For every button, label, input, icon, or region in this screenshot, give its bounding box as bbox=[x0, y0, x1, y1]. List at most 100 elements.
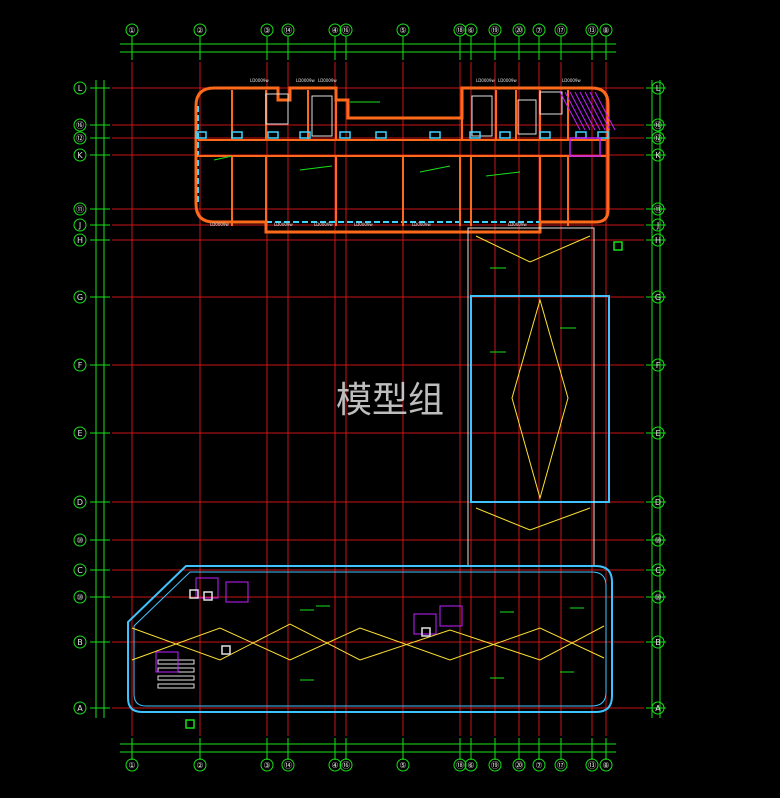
column-axis-label-circle bbox=[339, 758, 353, 772]
row-axis-label-circle bbox=[73, 533, 87, 547]
drawing-tag: LD0009w bbox=[562, 78, 581, 83]
column-axis-label: ③ bbox=[263, 761, 270, 770]
north-block-glazing bbox=[197, 106, 540, 223]
diffuser-box bbox=[421, 627, 431, 637]
column-axis-label: ⑦ bbox=[535, 26, 542, 35]
stair-lift-core bbox=[311, 95, 333, 137]
column-axis-label: ③ bbox=[263, 26, 270, 35]
row-axis-label: H bbox=[77, 236, 83, 245]
drawing-tag: LD0009w bbox=[508, 222, 527, 227]
equipment-unit bbox=[225, 581, 249, 603]
column-axis-label-circle bbox=[328, 758, 342, 772]
row-axis-label-circle bbox=[651, 131, 665, 145]
row-axis-label: ⑫ bbox=[76, 134, 84, 143]
door-symbol bbox=[339, 131, 351, 139]
row-axis-label: ⑩ bbox=[76, 593, 83, 602]
column-axis-label-circle bbox=[193, 758, 207, 772]
stair-lift-core bbox=[539, 91, 563, 115]
column-axis-label-circle bbox=[260, 758, 274, 772]
column-axis-label: ② bbox=[196, 761, 203, 770]
equipment-unit bbox=[413, 613, 437, 635]
stair-lift-core bbox=[517, 99, 537, 135]
column-axis-label: ⑥ bbox=[467, 26, 474, 35]
row-axis-label-circle bbox=[73, 202, 87, 216]
row-axis-label-circle bbox=[73, 218, 87, 232]
atrium-duct-diamond bbox=[511, 298, 569, 500]
row-axis-label: ⑪ bbox=[76, 205, 84, 214]
door-symbol bbox=[267, 131, 279, 139]
row-axis-label-circle bbox=[73, 233, 87, 247]
row-axis-label: A bbox=[77, 704, 83, 713]
column-axis-label-circle bbox=[260, 23, 274, 37]
row-axis-label-circle bbox=[651, 233, 665, 247]
stair-tread bbox=[157, 683, 195, 689]
column-axis-label-circle bbox=[512, 23, 526, 37]
row-axis-label-circle bbox=[651, 358, 665, 372]
diffuser-box bbox=[221, 645, 231, 655]
column-axis-label-circle bbox=[453, 758, 467, 772]
row-axis-label-circle bbox=[651, 81, 665, 95]
column-axis-label: ⑲ bbox=[491, 26, 499, 35]
row-axis-label: K bbox=[77, 151, 83, 160]
row-axis-label-circle bbox=[73, 563, 87, 577]
leader-line bbox=[299, 165, 333, 171]
column-axis-label-circle bbox=[599, 758, 613, 772]
column-axis-label-circle bbox=[532, 23, 546, 37]
stair-hatch bbox=[579, 91, 601, 131]
column-axis-label: ① bbox=[128, 26, 135, 35]
row-axis-label: G bbox=[655, 293, 661, 302]
row-axis-label-circle bbox=[73, 495, 87, 509]
row-axis-label-circle bbox=[73, 148, 87, 162]
row-axis-label-circle bbox=[651, 218, 665, 232]
drawing-tag: LD0009w bbox=[318, 78, 337, 83]
stair-lift-core bbox=[265, 93, 289, 125]
row-axis-label-circle bbox=[73, 635, 87, 649]
south-hall-inner-wall bbox=[133, 571, 607, 707]
door-symbol bbox=[469, 131, 481, 139]
row-axis-label: J bbox=[656, 221, 659, 230]
column-axis-label-circle bbox=[585, 23, 599, 37]
row-axis-label-circle bbox=[73, 81, 87, 95]
column-axis-label: ⑱ bbox=[456, 761, 464, 770]
drawing-tag: LD0009w bbox=[354, 222, 373, 227]
row-axis-label-circle bbox=[73, 118, 87, 132]
stair-hatch bbox=[564, 91, 586, 131]
row-axis-label-circle bbox=[651, 590, 665, 604]
column-axis-label-circle bbox=[585, 758, 599, 772]
column-axis-label-circle bbox=[532, 758, 546, 772]
column-axis-label: ⑧ bbox=[602, 761, 609, 770]
column-axis-label-circle bbox=[464, 758, 478, 772]
column-axis-label: ⑤ bbox=[399, 761, 406, 770]
east-atrium-block bbox=[467, 227, 623, 567]
column-axis-label-circle bbox=[488, 758, 502, 772]
column-axis-label: ⑥ bbox=[467, 761, 474, 770]
stair-hatch bbox=[589, 91, 611, 131]
column-axis-label-circle bbox=[339, 23, 353, 37]
corridor-outline bbox=[467, 227, 595, 567]
diffuser-box bbox=[203, 591, 213, 601]
row-axis-label: D bbox=[655, 498, 661, 507]
column-axis-label: ⑰ bbox=[557, 26, 565, 35]
column-axis-label: ⑯ bbox=[342, 26, 350, 35]
row-axis-label-circle bbox=[651, 118, 665, 132]
stair-tread bbox=[157, 675, 195, 681]
row-axis-label: ⑩ bbox=[654, 593, 661, 602]
row-axis-label: L bbox=[78, 84, 83, 93]
riser-symbol bbox=[613, 241, 623, 251]
leader-line bbox=[213, 155, 233, 161]
row-axis-label: B bbox=[77, 638, 83, 647]
column-axis-label-circle bbox=[599, 23, 613, 37]
stair-hatch bbox=[594, 91, 616, 131]
column-axis-label-circle bbox=[193, 23, 207, 37]
row-axis-label: E bbox=[655, 429, 660, 438]
column-axis-label: ④ bbox=[331, 26, 338, 35]
column-axis-label-circle bbox=[554, 758, 568, 772]
column-axis-label-circle bbox=[125, 23, 139, 37]
door-symbol bbox=[375, 131, 387, 139]
north-office-block bbox=[194, 86, 616, 234]
door-symbol bbox=[195, 131, 207, 139]
column-axis-label: ⑭ bbox=[284, 761, 292, 770]
stair-hatch bbox=[559, 91, 581, 131]
